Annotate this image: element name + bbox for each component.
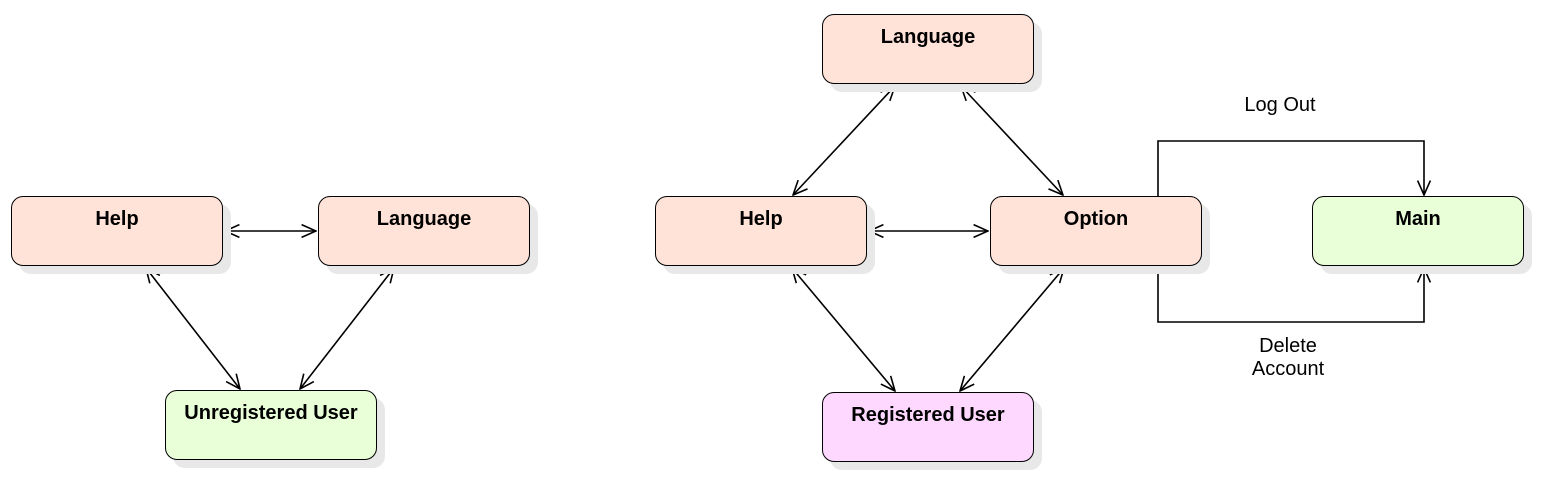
edge-help-registered-user — [792, 268, 895, 391]
edge-language-unregistered-user — [300, 268, 394, 389]
node-unregistered-user: Unregistered User — [165, 390, 377, 460]
node-language-left: Language — [318, 196, 530, 266]
edge-help-unregistered-user — [146, 268, 240, 389]
node-option: Option — [990, 196, 1202, 266]
edge-option-registered-user — [960, 268, 1064, 391]
edge-language-help-right — [793, 86, 895, 195]
node-language-right: Language — [822, 14, 1034, 84]
edge-label-delete-line2: Account — [1251, 358, 1325, 380]
node-help-right: Help — [655, 196, 867, 266]
edge-label-delete-account: Delete Account — [1228, 335, 1348, 381]
node-main: Main — [1312, 196, 1524, 266]
edge-label-logout: Log Out — [1244, 94, 1316, 116]
edge-option-main-logout — [1157, 140, 1424, 196]
node-registered-user: Registered User — [822, 392, 1034, 462]
edge-language-option — [961, 86, 1063, 195]
node-help-left: Help — [11, 196, 223, 266]
edge-label-delete-line1: Delete — [1259, 335, 1317, 357]
edge-option-main-delete — [1157, 267, 1424, 323]
